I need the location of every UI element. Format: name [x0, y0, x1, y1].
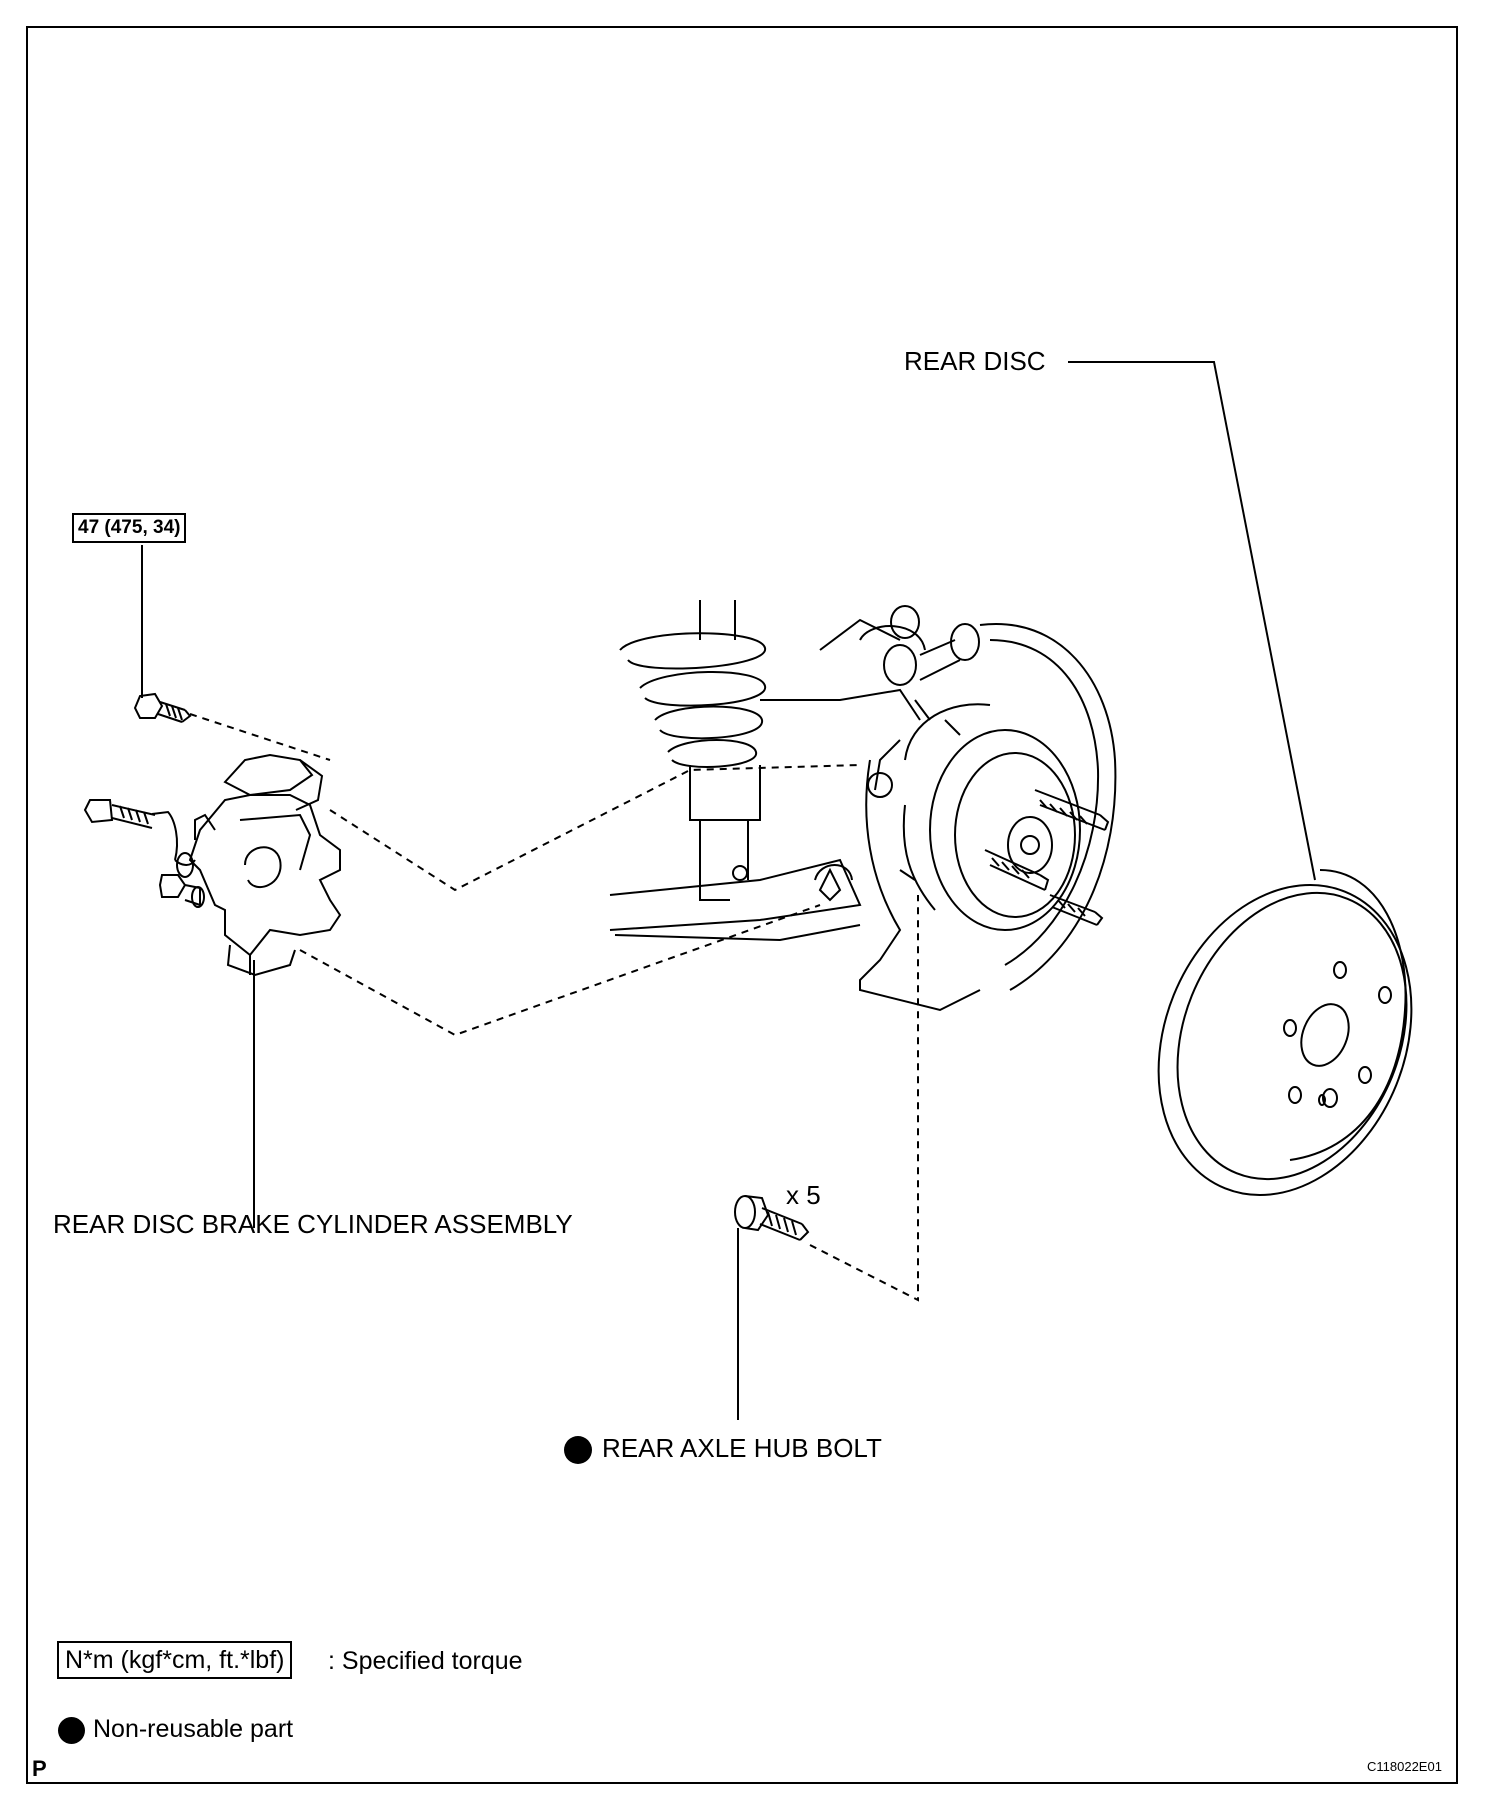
- legend-torque-text: : Specified torque: [328, 1647, 523, 1675]
- corner-mark-p: P: [32, 1756, 47, 1781]
- caliper-bolt-drawing: [133, 692, 192, 723]
- torque-spec-box: 47 (475, 34): [72, 513, 187, 543]
- rear-disc-label: REAR DISC: [904, 346, 1046, 376]
- legend-torque-box: N*m (kgf*cm, ft.*lbf): [57, 1641, 293, 1679]
- legend-nonreusable-row: Non-reusable part: [58, 1714, 293, 1744]
- hub-bolt-label: REAR AXLE HUB BOLT: [602, 1433, 882, 1463]
- diagram-frame: [26, 26, 1458, 1784]
- brake-cylinder-label: REAR DISC BRAKE CYLINDER ASSEMBLY: [53, 1209, 573, 1239]
- alignment-dashes: [189, 713, 919, 1302]
- legend-nonreusable-text: Non-reusable part: [93, 1715, 294, 1743]
- hub-bolt-drawing: [734, 1195, 810, 1241]
- rear-disc-drawing: [1157, 869, 1413, 1197]
- non-reusable-dot-icon: [564, 1436, 592, 1465]
- figure-code: C118022E01: [1367, 1759, 1442, 1774]
- suspension-assembly: [609, 600, 1117, 1012]
- hub-bolt-label-row: REAR AXLE HUB BOLT: [564, 1433, 882, 1465]
- leader-lines: [141, 361, 1316, 1420]
- non-reusable-dot-icon: [58, 1716, 85, 1744]
- brake-caliper-drawing: [83, 753, 342, 977]
- hub-bolt-qty-label: x 5: [786, 1180, 821, 1210]
